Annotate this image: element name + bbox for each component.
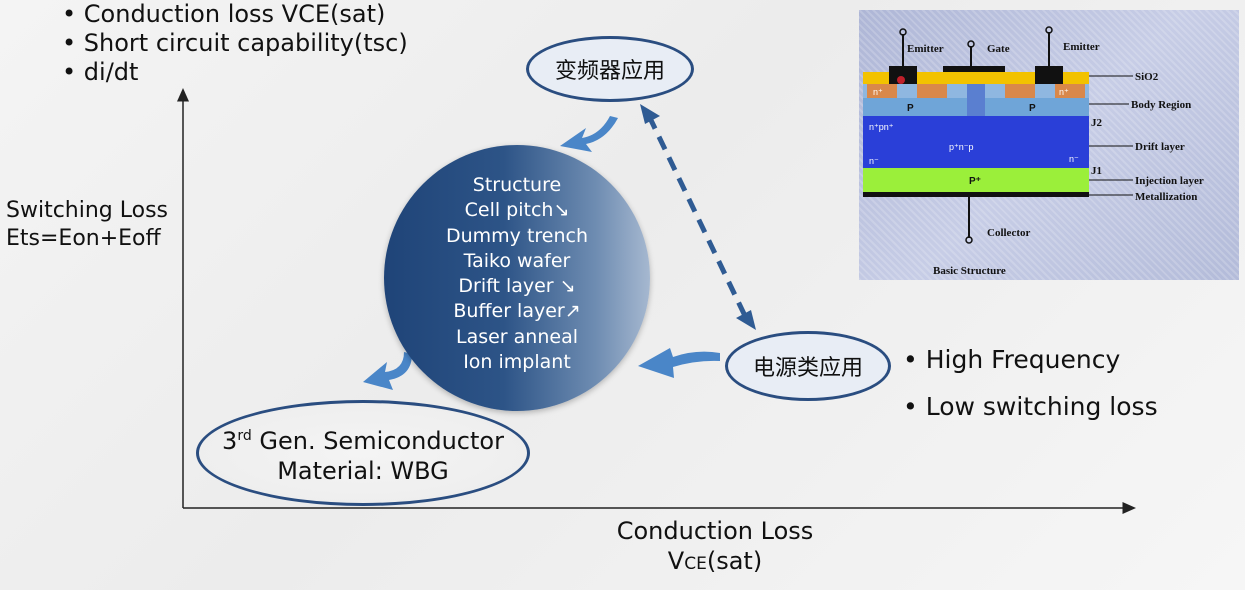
circle-item: Taiko wafer bbox=[463, 249, 571, 272]
label-j2: J2 bbox=[1091, 117, 1103, 129]
y-axis-label-line2: Ets=Eon+Eoff bbox=[6, 226, 161, 251]
dashed-double-arrow bbox=[646, 114, 749, 320]
x-axis-label: Conduction Loss VCE(sat) bbox=[560, 516, 870, 579]
ellipse-inverter-application: 变频器应用 bbox=[526, 36, 694, 102]
label-nplus-right: n⁺ bbox=[1059, 87, 1069, 97]
top-bullet-list: Conduction loss VCE(sat) Short circuit c… bbox=[62, 0, 408, 87]
igbt-structure-svg: Emitter Gate Emitter SiO2 Body Region J2… bbox=[863, 26, 1204, 277]
label-nminus-right: n⁻ bbox=[1069, 154, 1079, 164]
label-npn: n⁺pn⁺ bbox=[869, 122, 894, 132]
circle-item: Laser anneal bbox=[455, 325, 578, 348]
bullet-item: di/dt bbox=[62, 58, 408, 87]
label-injection-layer: Injection layer bbox=[1135, 175, 1204, 187]
label-pnp: p⁺n⁻p bbox=[949, 142, 974, 152]
circle-item: Drift layer ↘ bbox=[458, 275, 576, 298]
x-axis-v: V bbox=[667, 547, 685, 575]
label-pplus: P⁺ bbox=[969, 176, 981, 187]
y-axis-label-line1: Switching Loss bbox=[6, 198, 169, 223]
label-emitter-right: Emitter bbox=[1063, 41, 1100, 53]
x-axis-rest: (sat) bbox=[706, 547, 763, 575]
circle-item-list: Structure Cell pitch↘ Dummy trench Taiko… bbox=[384, 173, 650, 375]
bullet-item: High Frequency bbox=[903, 336, 1158, 383]
label-sio2: SiO2 bbox=[1135, 71, 1159, 83]
label-j1: J1 bbox=[1091, 165, 1102, 177]
label-gate: Gate bbox=[987, 43, 1010, 55]
semi-sup: rd bbox=[237, 427, 252, 444]
curved-arrow-to-inverter bbox=[560, 116, 618, 152]
metallization-layer bbox=[863, 192, 1089, 197]
circle-item: Structure bbox=[472, 174, 562, 196]
semi-prefix: 3 bbox=[222, 426, 238, 455]
label-p-left: P bbox=[907, 103, 914, 114]
ellipse-power-application: 电源类应用 bbox=[725, 331, 891, 401]
label-nminus-left: n⁻ bbox=[869, 156, 879, 166]
label-emitter-left: Emitter bbox=[907, 43, 944, 55]
igbt-structure-diagram: Emitter Gate Emitter SiO2 Body Region J2… bbox=[859, 10, 1239, 280]
label-metallization: Metallization bbox=[1135, 191, 1197, 203]
bullet-item: Low switching loss bbox=[903, 383, 1158, 430]
right-bullet-list: High Frequency Low switching loss bbox=[903, 336, 1158, 430]
ellipse-3rd-gen-semiconductor: 3rd Gen. Semiconductor Material: WBG bbox=[196, 400, 530, 506]
label-collector: Collector bbox=[987, 227, 1030, 239]
bullet-item: Conduction loss VCE(sat) bbox=[62, 0, 408, 29]
injection-layer bbox=[863, 168, 1089, 192]
semiconductor-line1: 3rd Gen. Semiconductor bbox=[222, 421, 504, 456]
drift-layer bbox=[863, 116, 1089, 168]
x-axis-label-line1: Conduction Loss bbox=[616, 517, 814, 545]
circle-item: Ion implant bbox=[463, 351, 571, 374]
circle-item: Dummy trench bbox=[445, 224, 589, 247]
circle-item: Cell pitch↘ bbox=[464, 199, 570, 222]
circle-item: Buffer layer↗ bbox=[453, 300, 581, 323]
curved-arrow-to-semiconductor bbox=[363, 352, 412, 390]
x-axis-subscript: CE bbox=[684, 554, 707, 574]
label-p-right: P bbox=[1029, 103, 1036, 114]
central-circle bbox=[384, 145, 650, 411]
sio2-layer bbox=[863, 72, 1089, 84]
label-body-region: Body Region bbox=[1131, 99, 1191, 111]
semi-rest: Gen. Semiconductor bbox=[251, 426, 504, 455]
x-axis-label-line2: VCE(sat) bbox=[560, 546, 870, 579]
label-basic-structure: Basic Structure bbox=[933, 265, 1006, 277]
label-drift-layer: Drift layer bbox=[1135, 141, 1185, 153]
curved-arrow-from-power bbox=[638, 348, 720, 378]
bullet-item: Short circuit capability(tsc) bbox=[62, 29, 408, 58]
y-axis-label: Switching Loss Ets=Eon+Eoff bbox=[6, 197, 168, 253]
label-nplus-left: n⁺ bbox=[873, 87, 883, 97]
semiconductor-line2: Material: WBG bbox=[277, 456, 449, 485]
